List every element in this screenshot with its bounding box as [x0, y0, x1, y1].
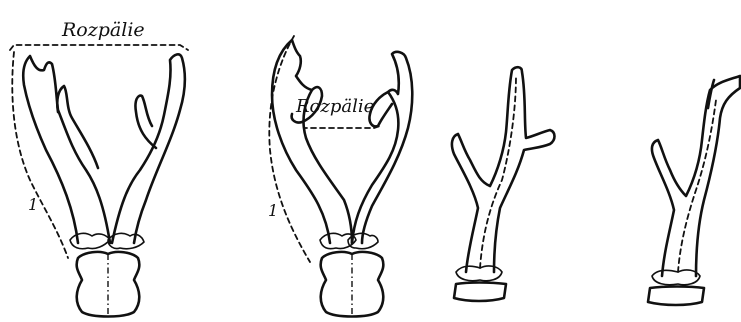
length-index: 1 — [268, 201, 278, 220]
antler-right-beam — [352, 52, 412, 243]
spread-label: Rozpälie — [61, 19, 145, 41]
antler-left-burr — [70, 233, 110, 248]
antler-right-beam — [112, 54, 185, 243]
antler-base — [454, 283, 506, 302]
antler-pair-wide-spread: Rozpälie 1 — [10, 19, 188, 317]
single-antler-forked — [648, 76, 740, 305]
antler-beam — [652, 76, 740, 276]
antler-right-tine — [135, 96, 156, 148]
antler-burr — [652, 270, 700, 285]
antler-base — [648, 287, 704, 306]
single-antler-with-tine — [452, 67, 555, 301]
length-index: 1 — [28, 195, 38, 214]
antler-beam — [452, 67, 555, 272]
spread-line — [304, 126, 380, 128]
spread-line — [10, 45, 188, 50]
antler-left-beam — [23, 56, 110, 243]
antler-pair-inner-spread: Rozpälie 1 — [268, 36, 412, 317]
antler-core-line — [480, 76, 516, 268]
antler-left-beam — [272, 40, 352, 243]
spread-label: Rozpälie — [295, 96, 374, 117]
length-line — [12, 52, 68, 258]
